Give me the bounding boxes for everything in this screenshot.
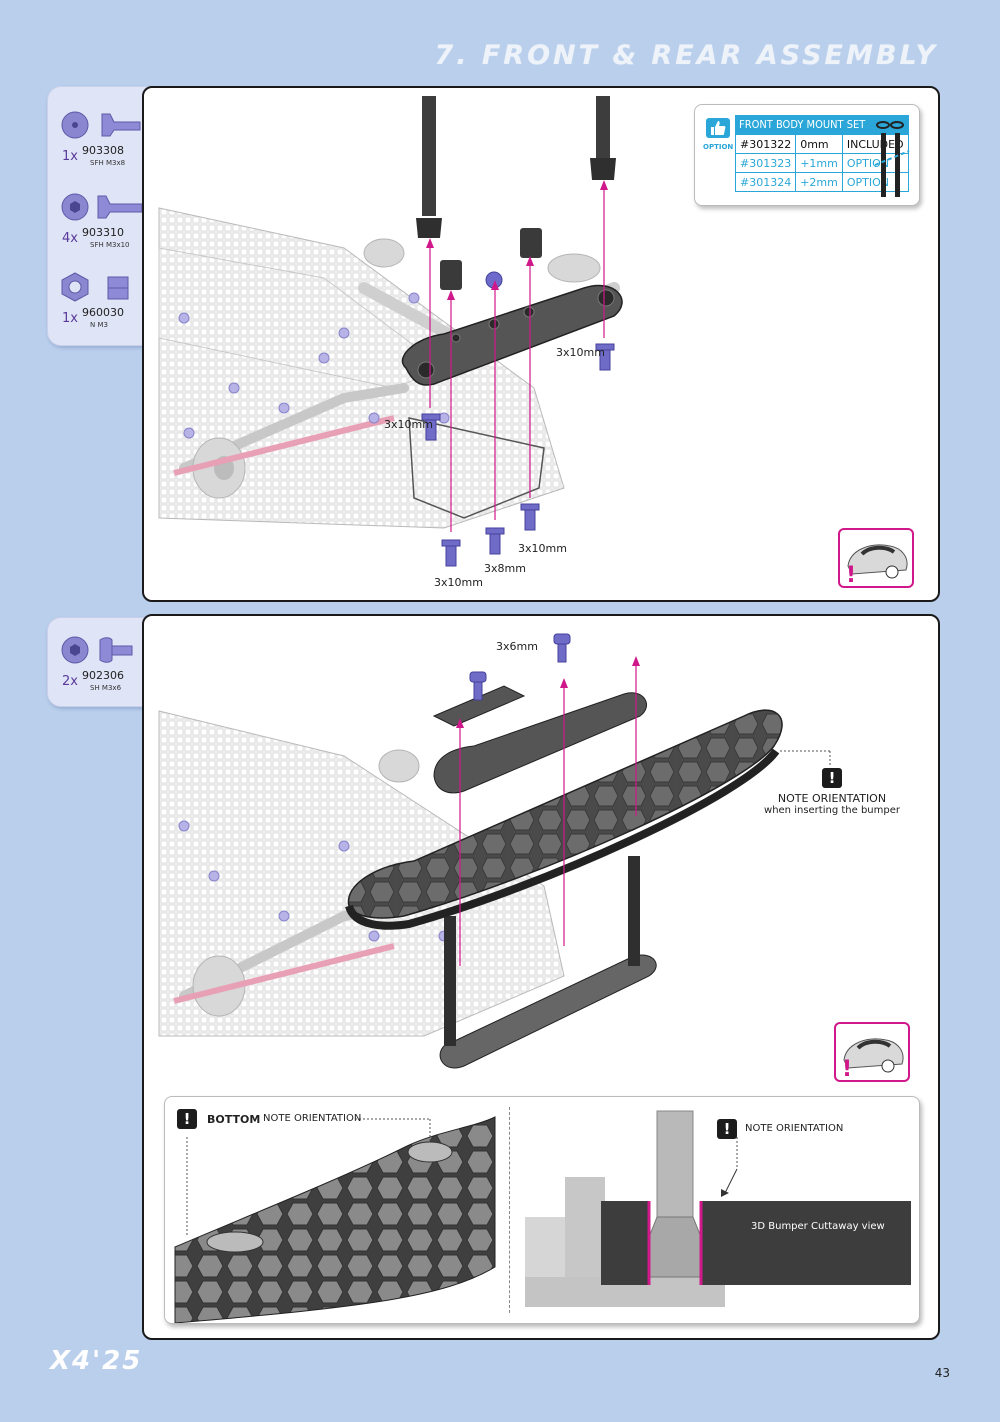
part-qty: 1x xyxy=(62,311,78,326)
part-qty: 1x xyxy=(62,149,78,164)
section-title: 7. FRONT & REAR ASSEMBLY xyxy=(434,40,938,71)
bottom-label: BOTTOM xyxy=(207,1113,261,1126)
flat-head-screw-icon xyxy=(61,193,143,221)
part-desc: SFH M3x10 xyxy=(90,241,130,249)
callout-screw-size: 3x10mm xyxy=(556,346,605,359)
part-code: 903308 xyxy=(82,144,124,157)
warning-icon: ! xyxy=(177,1109,197,1129)
option-status: OPTION xyxy=(841,172,909,192)
car-front-icon: ! xyxy=(834,1022,910,1082)
bumper-note: ! NOTE ORIENTATION when inserting the bu… xyxy=(754,768,910,816)
option-size: +2mm xyxy=(795,172,843,192)
hex-nut-icon xyxy=(61,272,129,302)
callout-screw-size: 3x6mm xyxy=(496,640,538,653)
bumper-cutaway-illustration xyxy=(525,1110,911,1307)
option-size: 0mm xyxy=(795,134,843,154)
option-title: FRONT BODY MOUNT SET xyxy=(735,115,909,134)
option-code: #301324 xyxy=(734,172,797,192)
note-subtitle: when inserting the bumper xyxy=(764,805,900,816)
callout-screw-size: 3x8mm xyxy=(484,562,526,575)
front-chassis-illustration xyxy=(158,96,623,567)
option-badge: OPTION xyxy=(703,117,733,151)
option-code: #301323 xyxy=(734,153,797,173)
step1-parts-panel: 1x 903308 SFH M3x8 4x 903310 SFH M3x10 1… xyxy=(47,86,149,346)
note-title: NOTE ORIENTATION xyxy=(745,1123,844,1134)
front-bumper-illustration xyxy=(158,633,831,1069)
part-qty: 2x xyxy=(62,674,78,689)
callout-screw-size: 3x10mm xyxy=(518,542,567,555)
svg-text:!: ! xyxy=(842,1057,852,1080)
part-903310: 4x 903310 SFH M3x10 xyxy=(56,191,144,251)
part-desc: SFH M3x8 xyxy=(90,159,126,167)
bumper-bottom-illustration xyxy=(174,1116,496,1323)
note-title: NOTE ORIENTATION xyxy=(777,792,887,805)
part-code: 903310 xyxy=(82,226,124,239)
part-desc: SH M3x6 xyxy=(90,684,122,692)
thumbs-up-icon xyxy=(706,118,730,138)
step2-box: 3x6mm ! NOTE ORIENTATION when inserting … xyxy=(142,614,940,1340)
part-960030: 1x 960030 N M3 xyxy=(56,271,144,331)
option-table: #301322 0mm INCLUDED #301323 +1mm OPTION… xyxy=(734,134,909,192)
socket-head-screw-icon xyxy=(61,636,133,664)
option-code: #301322 xyxy=(734,134,797,154)
body-mount-post-icon xyxy=(874,121,910,197)
option-row: #301324 +2mm OPTION xyxy=(734,172,909,192)
flat-head-screw-icon xyxy=(61,111,141,139)
option-size: +1mm xyxy=(795,153,843,173)
orientation-inset: ! BOTTOM NOTE ORIENTATION ! NOTE ORIENTA… xyxy=(164,1096,920,1324)
warning-icon: ! xyxy=(822,768,842,788)
part-qty: 4x xyxy=(62,231,78,246)
brand-logo: X4'25 xyxy=(50,1346,143,1376)
part-902306: 2x 902306 SH M3x6 xyxy=(56,634,144,694)
step1-box: 3x10mm 3x10mm 3x10mm 3x8mm 3x10mm OPTION… xyxy=(142,86,940,602)
svg-text:!: ! xyxy=(846,563,856,586)
part-903308: 1x 903308 SFH M3x8 xyxy=(56,109,144,169)
inset-bottom-view: ! BOTTOM NOTE ORIENTATION xyxy=(165,1097,505,1323)
cutaway-label: 3D Bumper Cuttaway view xyxy=(751,1221,885,1232)
step2-parts-panel: 2x 902306 SH M3x6 xyxy=(47,617,149,707)
option-badge-label: OPTION xyxy=(703,143,734,151)
inset-divider xyxy=(509,1107,510,1313)
note-title: NOTE ORIENTATION xyxy=(263,1113,362,1124)
option-status: OPTION xyxy=(841,153,909,173)
option-card: OPTION FRONT BODY MOUNT SET #301322 0mm … xyxy=(694,104,920,206)
warning-icon: ! xyxy=(717,1119,737,1139)
inset-cutaway-view: ! NOTE ORIENTATION 3D Bumper Cuttaway vi… xyxy=(515,1097,919,1323)
callout-screw-size: 3x10mm xyxy=(434,576,483,589)
page-number: 43 xyxy=(934,1366,950,1380)
callout-screw-size: 3x10mm xyxy=(384,418,433,431)
part-code: 960030 xyxy=(82,306,124,319)
car-front-icon: ! xyxy=(838,528,914,588)
part-desc: N M3 xyxy=(90,321,108,329)
part-code: 902306 xyxy=(82,669,124,682)
